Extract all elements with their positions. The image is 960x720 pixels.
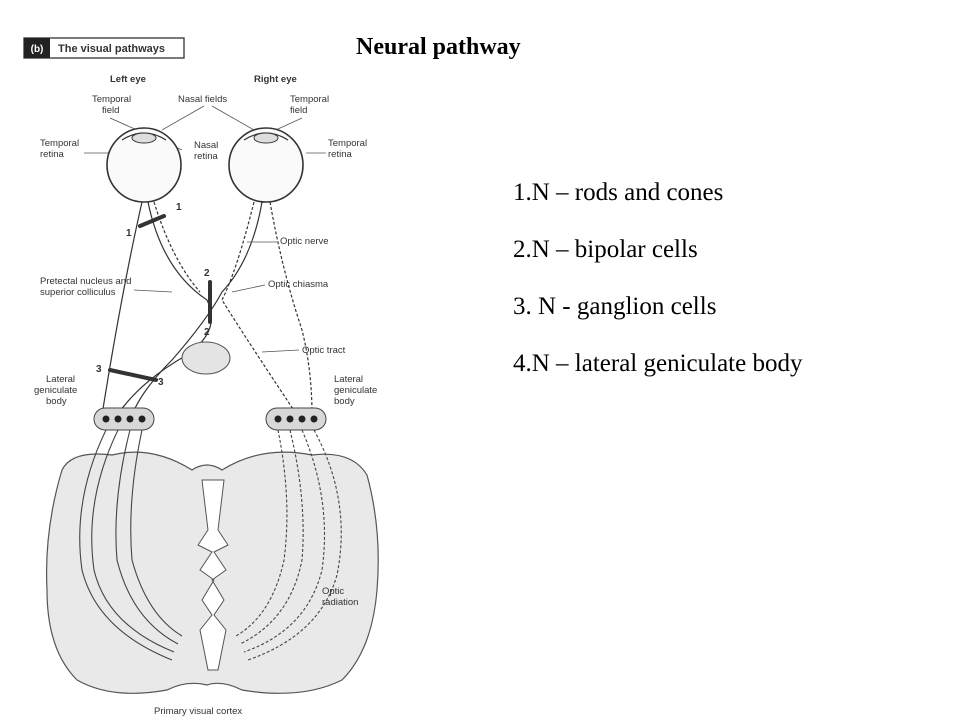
optic-radiation-label-2: radiation [322,597,358,608]
lesion-number: 1 [126,228,132,239]
optic-radiation-label: Optic [322,586,344,597]
temporal-field-left-label-2: field [102,105,119,116]
lesion-number: 2 [204,327,210,338]
lgb-left-body [93,407,155,431]
lesion-number: 3 [96,364,102,375]
optic-nerve-label: Optic nerve [280,236,329,247]
optic-radiation-left [79,429,183,661]
panel-header: (b) The visual pathways [23,37,185,59]
left-eye-fibres [101,201,213,416]
right-eye-fibres [131,201,313,416]
lgb-left-label: Lateral [46,374,75,385]
panel-letter: (b) [31,44,44,55]
right-eyeball [228,127,304,203]
pretectal-label-2: superior colliculus [40,287,116,298]
pathway-steps-list: 1.N – rods and cones 2.N – bipolar cells… [513,178,802,406]
lgb-right-label-3: body [334,396,355,407]
temporal-retina-right-label-2: retina [328,149,352,160]
step-item: 2.N – bipolar cells [513,236,698,263]
calcarine-fissure [197,479,229,671]
left-eyeball [106,127,182,203]
visual-pathways-diagram: (b) The visual pathways Left eye Right e… [23,37,379,717]
temporal-field-left-label: Temporal [92,94,131,105]
lgb-right-label: Lateral [334,374,363,385]
lesion-number: 3 [158,377,164,388]
temporal-retina-left-label: Temporal [40,138,79,149]
lgb-right-body [265,407,327,431]
lesion-number: 1 [176,202,182,213]
lgb-left-label-3: body [46,396,67,407]
right-eye-label: Right eye [254,74,297,85]
panel-title: The visual pathways [58,43,165,55]
pretectal-label: Pretectal nucleus and [40,276,131,287]
nasal-retina-label: Nasal [194,140,218,151]
nasal-retina-label-2: retina [194,151,218,162]
lesion-markers [108,214,212,382]
temporal-retina-right-label: Temporal [328,138,367,149]
nasal-fields-label: Nasal fields [178,94,227,105]
optic-tract-label: Optic tract [302,345,346,356]
temporal-retina-left-label-2: retina [40,149,64,160]
step-item: 3. N - ganglion cells [513,293,717,320]
temporal-field-right-label-2: field [290,105,307,116]
left-eye-label: Left eye [110,74,146,85]
step-item: 4.N – lateral geniculate body [513,350,803,377]
page-title: Neural pathway [356,34,521,60]
lesion-number: 2 [204,268,210,279]
temporal-field-right-label: Temporal [290,94,329,105]
lgb-left-label-2: geniculate [34,385,77,396]
optic-radiation-right [235,429,342,661]
primary-visual-cortex-label: Primary visual cortex [154,706,242,717]
optic-chiasma-label: Optic chiasma [268,279,329,290]
step-item: 1.N – rods and cones [513,179,724,206]
pretectal-nucleus-shape [181,341,231,375]
lgb-right-label-2: geniculate [334,385,377,396]
